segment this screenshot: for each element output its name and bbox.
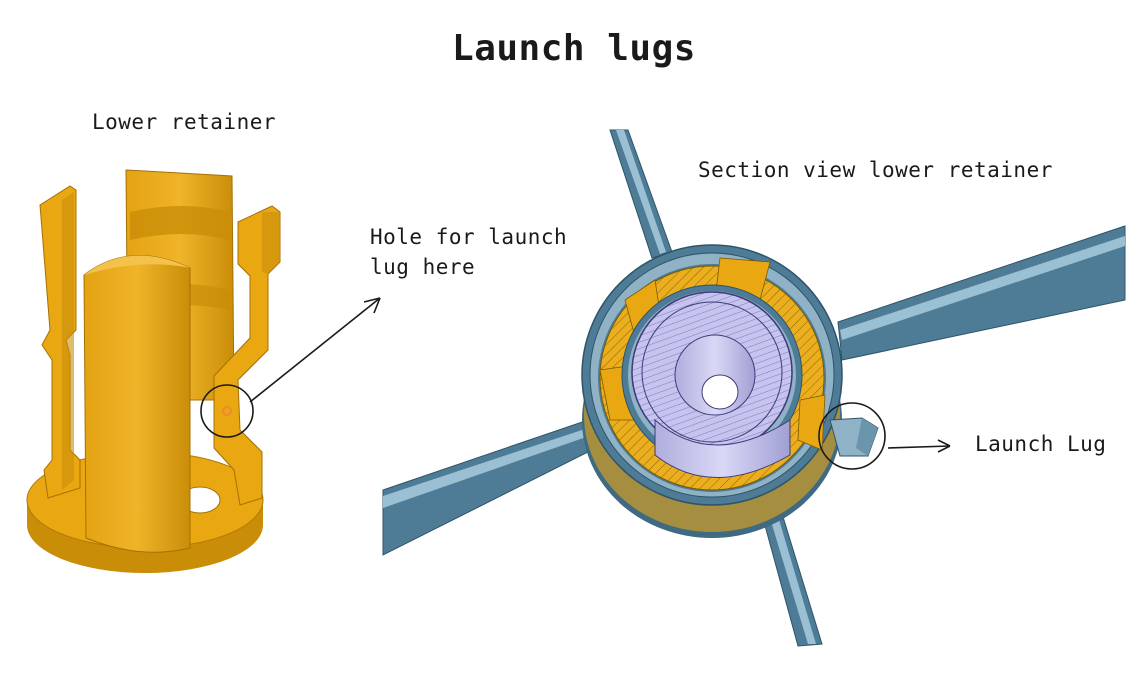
- hole-label: Hole for launch lug here: [370, 225, 568, 279]
- hole-callout-circle: [200, 384, 254, 438]
- retainer-front-cylinder: [83, 255, 191, 553]
- launch-lug-hole: [222, 406, 232, 416]
- lower-retainer-label: Lower retainer: [92, 110, 277, 134]
- lower-retainer-model: [26, 169, 381, 573]
- section-view-model: [382, 129, 1126, 647]
- launch-lug-label: Launch Lug: [975, 432, 1107, 456]
- lug-callout-circle: [818, 402, 886, 470]
- hole-callout-arrow: [249, 297, 381, 403]
- lug-callout-arrow: [887, 445, 951, 449]
- section-view-label: Section view lower retainer: [698, 158, 1053, 182]
- diagram-title: Launch lugs: [452, 28, 696, 69]
